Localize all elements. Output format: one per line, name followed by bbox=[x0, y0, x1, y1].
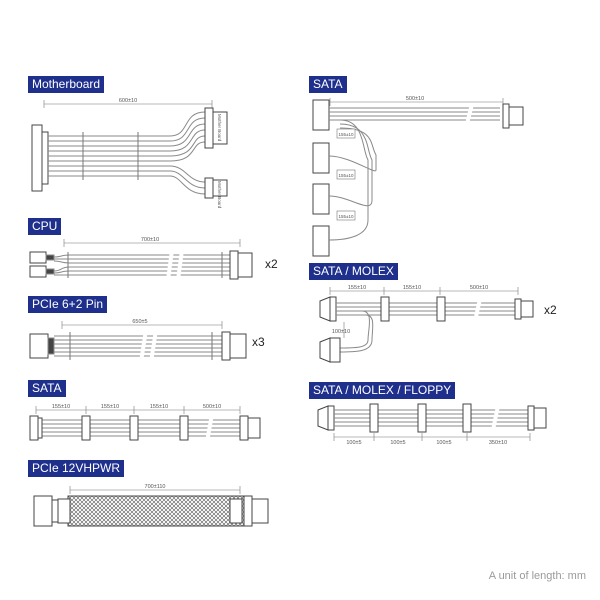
dim-sata-right-4: 155±10 bbox=[339, 214, 354, 219]
dim-cpu: 700±10 bbox=[141, 237, 159, 243]
dim-sata-molex-floppy-1: 100±5 bbox=[346, 440, 361, 446]
pcie-cable bbox=[29, 321, 247, 363]
section-label-cpu: CPU bbox=[28, 218, 62, 235]
section-label-sata-right: SATA bbox=[309, 76, 347, 93]
dim-sata-molex-2: 155±10 bbox=[403, 285, 421, 291]
dim-sata-molex-floppy-4: 350±10 bbox=[489, 440, 507, 446]
dim-pcie-12vhpwr: 700±110 bbox=[145, 484, 166, 490]
cpu-cable bbox=[29, 239, 253, 281]
sata-right-cable bbox=[312, 98, 524, 257]
section-label-sata-molex-floppy: SATA / MOLEX / FLOPPY bbox=[309, 382, 456, 399]
section-label-pcie-12vhpwr: PCIe 12VHPWR bbox=[28, 460, 125, 477]
section-label-sata-left: SATA bbox=[28, 380, 66, 397]
dim-sata-left-1: 155±10 bbox=[52, 404, 70, 410]
dim-motherboard: 600±10 bbox=[119, 98, 137, 104]
pcie-12vhpwr-cable bbox=[33, 486, 269, 527]
dim-sata-molex-1: 155±10 bbox=[348, 285, 366, 291]
dim-sata-molex-floppy-3: 100±5 bbox=[436, 440, 451, 446]
dim-sata-molex-floppy-2: 100±5 bbox=[390, 440, 405, 446]
section-label-sata-molex: SATA / MOLEX bbox=[309, 263, 398, 280]
sata-molex-floppy-cable bbox=[317, 403, 547, 441]
sata-left-cable bbox=[29, 406, 261, 443]
dim-sata-left-2: 155±10 bbox=[101, 404, 119, 410]
mb-connector-text-1: Mother Board bbox=[217, 114, 222, 142]
dim-sata-right-3: 155±10 bbox=[339, 173, 354, 178]
dim-sata-left-3: 155±10 bbox=[150, 404, 168, 410]
multiplier-cpu: x2 bbox=[265, 257, 278, 271]
motherboard-cable bbox=[31, 100, 228, 199]
dim-sata-right-1: 500±10 bbox=[406, 96, 424, 102]
dim-sata-molex-4: 100±10 bbox=[332, 329, 350, 335]
dim-sata-left-4: 500±10 bbox=[203, 404, 221, 410]
mb-connector-text-2: Mother Board bbox=[217, 181, 222, 209]
multiplier-pcie: x3 bbox=[252, 335, 265, 349]
sata-molex-cable bbox=[319, 287, 534, 363]
section-label-motherboard: Motherboard bbox=[28, 76, 105, 93]
unit-footnote: A unit of length: mm bbox=[488, 570, 586, 582]
dim-sata-right-2: 155±10 bbox=[339, 132, 354, 137]
section-label-pcie: PCIe 6+2 Pin bbox=[28, 296, 108, 313]
dim-sata-molex-3: 500±10 bbox=[470, 285, 488, 291]
multiplier-sata-molex: x2 bbox=[544, 303, 557, 317]
dim-pcie: 650±5 bbox=[132, 319, 147, 325]
